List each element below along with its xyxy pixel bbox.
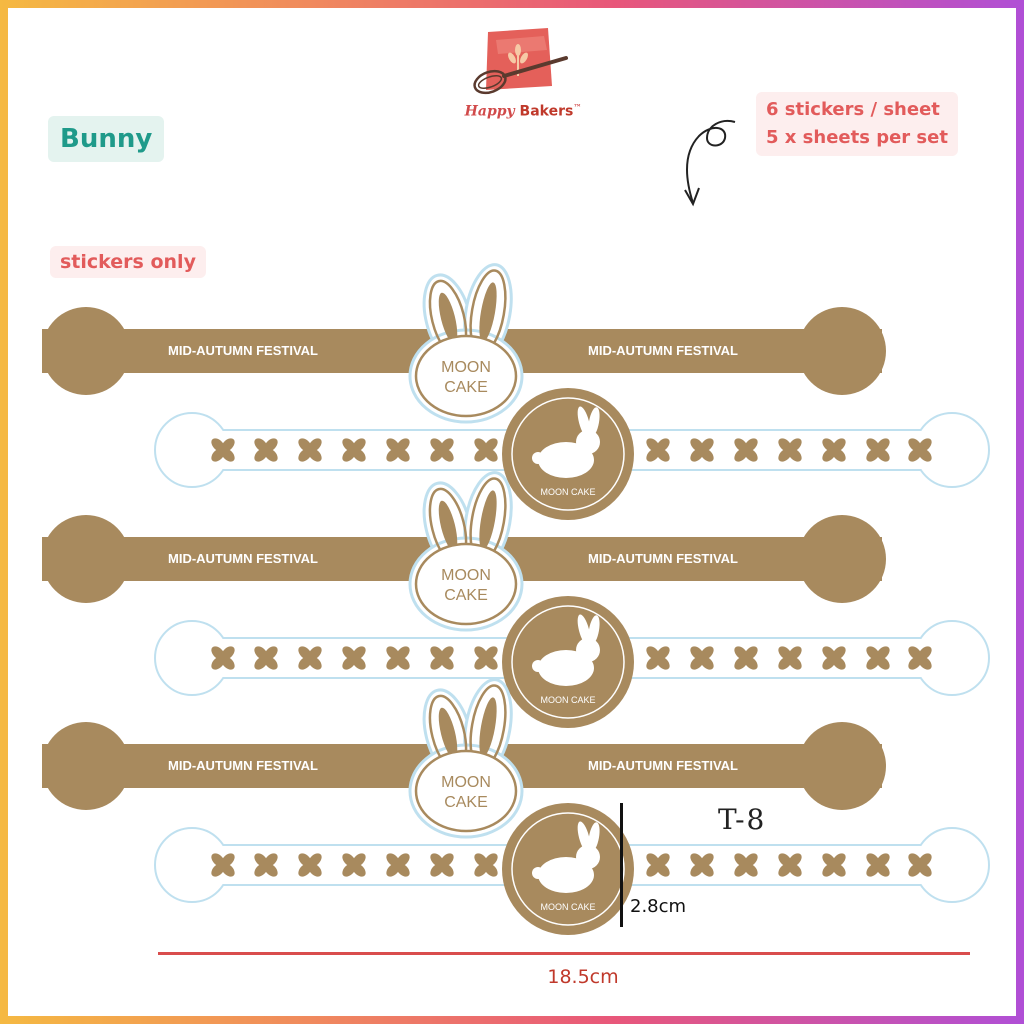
bunny-icon: [532, 821, 600, 893]
bunny-text-line2: CAKE: [444, 794, 488, 811]
brand-name: Happy Bakers™: [464, 102, 582, 120]
band-end-left: [42, 307, 130, 395]
band-end-left: [42, 515, 130, 603]
bunny-head-sticker: [408, 471, 524, 632]
width-dimension-label: 18.5cm: [547, 966, 619, 988]
brand-logo: Happy Bakers™: [448, 20, 598, 140]
model-code: T-8: [718, 803, 767, 836]
bunny-head-sticker: [408, 263, 524, 424]
circle-text: MOON CAKE: [540, 487, 596, 497]
sticker-set-3: [42, 678, 990, 935]
bunny-text-line1: MOON: [441, 774, 491, 791]
bunny-icon: [532, 614, 600, 686]
wheat-icon: [508, 44, 528, 76]
height-dimension-label: 2.8cm: [630, 896, 687, 917]
band-end-right: [798, 515, 886, 603]
scope-label: stickers only: [50, 246, 206, 278]
band-text-left: MID-AUTUMN FESTIVAL: [168, 758, 318, 773]
band-end-right: [798, 307, 886, 395]
bunny-icon: [532, 406, 600, 478]
width-dimension-line: [158, 952, 970, 955]
band-text-left: MID-AUTUMN FESTIVAL: [168, 343, 318, 358]
band-text-right: MID-AUTUMN FESTIVAL: [588, 551, 738, 566]
band-text-right: MID-AUTUMN FESTIVAL: [588, 343, 738, 358]
spec-label: 6 stickers / sheet 5 x sheets per set: [756, 92, 958, 156]
bunny-text-line1: MOON: [441, 567, 491, 584]
height-dimension-line: [620, 803, 623, 927]
circle-text: MOON CAKE: [540, 695, 596, 705]
bunny-head-sticker: [408, 678, 524, 839]
bunny-text-line2: CAKE: [444, 587, 488, 604]
whisk-icon: [473, 28, 568, 95]
band-text-right: MID-AUTUMN FESTIVAL: [588, 758, 738, 773]
curly-arrow-icon: [684, 120, 736, 207]
bunny-text-line1: MOON: [441, 359, 491, 376]
sticker-set-2: [42, 471, 990, 728]
circle-text: MOON CAKE: [540, 902, 596, 912]
sticker-set-1: [42, 263, 990, 520]
spec-line-1: 6 stickers / sheet: [766, 99, 940, 120]
product-canvas: Happy Bakers™ Bunny stickers only 6 stic…: [8, 8, 1016, 1016]
band-end-right: [798, 722, 886, 810]
band-text-left: MID-AUTUMN FESTIVAL: [168, 551, 318, 566]
sticker-artwork: [42, 263, 990, 935]
spec-line-2: 5 x sheets per set: [766, 127, 948, 148]
variant-label: Bunny: [48, 116, 165, 162]
band-end-left: [42, 722, 130, 810]
bunny-text-line2: CAKE: [444, 379, 488, 396]
